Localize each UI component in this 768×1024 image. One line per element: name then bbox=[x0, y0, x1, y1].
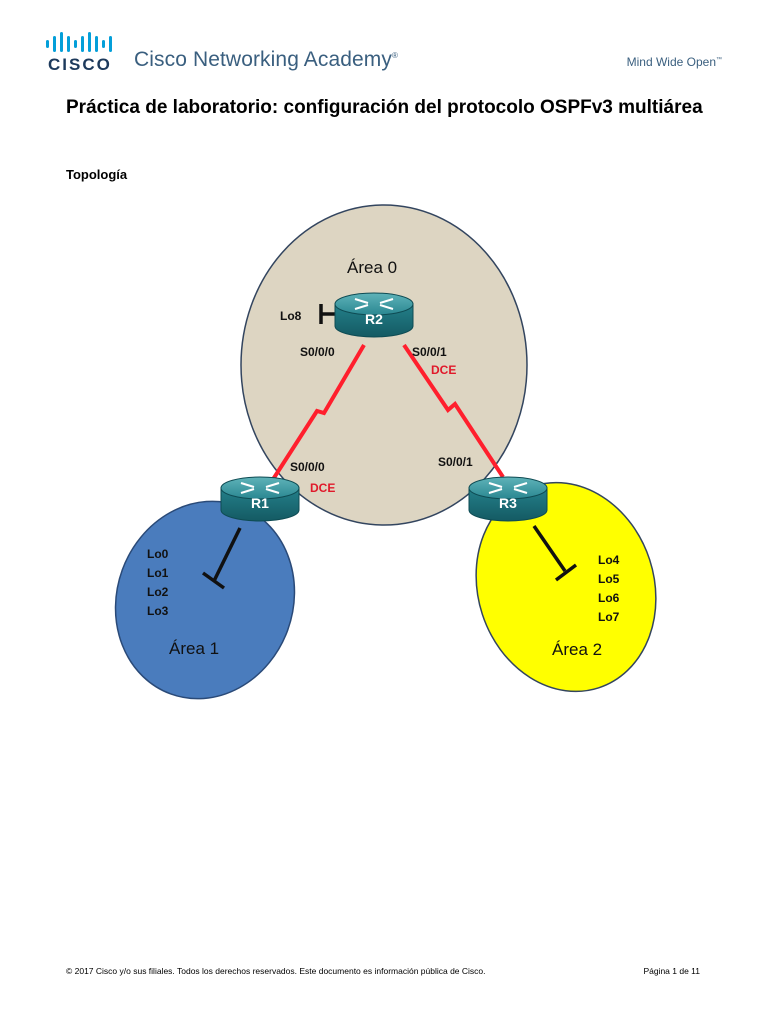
svg-text:Lo0: Lo0 bbox=[147, 547, 169, 561]
loopback-r1-connector bbox=[201, 527, 242, 590]
svg-text:Lo3: Lo3 bbox=[147, 604, 169, 618]
router-r3: R3 bbox=[468, 476, 548, 522]
r1-dce-label: DCE bbox=[310, 481, 335, 495]
academy-name: Cisco Networking Academy® bbox=[134, 48, 398, 71]
page-header: CISCO Cisco Networking Academy® Mind Wid… bbox=[0, 0, 768, 90]
area-1-label: Área 1 bbox=[169, 639, 219, 658]
footer-copyright: © 2017 Cisco y/o sus filiales. Todos los… bbox=[66, 966, 486, 976]
svg-text:CISCO: CISCO bbox=[48, 55, 112, 74]
svg-text:Lo1: Lo1 bbox=[147, 566, 169, 580]
r1-s000-label: S0/0/0 bbox=[290, 460, 325, 474]
r2-dce-label: DCE bbox=[431, 363, 456, 377]
svg-text:Lo2: Lo2 bbox=[147, 585, 169, 599]
svg-text:Lo7: Lo7 bbox=[598, 610, 620, 624]
router-r1: R1 bbox=[220, 476, 300, 522]
cisco-bars-icon bbox=[46, 32, 112, 52]
router-r2: R2 bbox=[334, 292, 414, 338]
tagline: Mind Wide Open™ bbox=[626, 55, 722, 69]
topology-diagram: R2 R1 R3 Área 0 Área 1 Área 2 S0/0/0 S0/… bbox=[114, 204, 657, 700]
area-0-zone bbox=[240, 204, 528, 526]
r3-loopback-list: Lo4 Lo5 Lo6 Lo7 bbox=[598, 553, 620, 624]
page-title: Práctica de laboratorio: configuración d… bbox=[66, 97, 703, 118]
svg-text:R2: R2 bbox=[365, 311, 383, 327]
serial-link-r2-r3 bbox=[402, 343, 505, 479]
section-heading: Topología bbox=[66, 167, 128, 182]
svg-text:R3: R3 bbox=[499, 495, 517, 511]
area-2-label: Área 2 bbox=[552, 640, 602, 659]
cisco-logo: CISCO bbox=[46, 32, 112, 74]
svg-text:Lo5: Lo5 bbox=[598, 572, 620, 586]
r2-s000-label: S0/0/0 bbox=[300, 345, 335, 359]
r1-loopback-list: Lo0 Lo1 Lo2 Lo3 bbox=[147, 547, 169, 618]
r2-s001-label: S0/0/1 bbox=[412, 345, 447, 359]
svg-text:Lo4: Lo4 bbox=[598, 553, 620, 567]
r3-s001-label: S0/0/1 bbox=[438, 455, 473, 469]
svg-text:R1: R1 bbox=[251, 495, 269, 511]
loopback-r3-connector bbox=[532, 525, 578, 582]
page-number: Página 1 de 11 bbox=[643, 966, 700, 976]
serial-link-r1-r2 bbox=[268, 343, 366, 486]
area-0-label: Área 0 bbox=[347, 258, 397, 277]
svg-text:Lo6: Lo6 bbox=[598, 591, 620, 605]
loopback-lo8-label: Lo8 bbox=[280, 309, 302, 323]
